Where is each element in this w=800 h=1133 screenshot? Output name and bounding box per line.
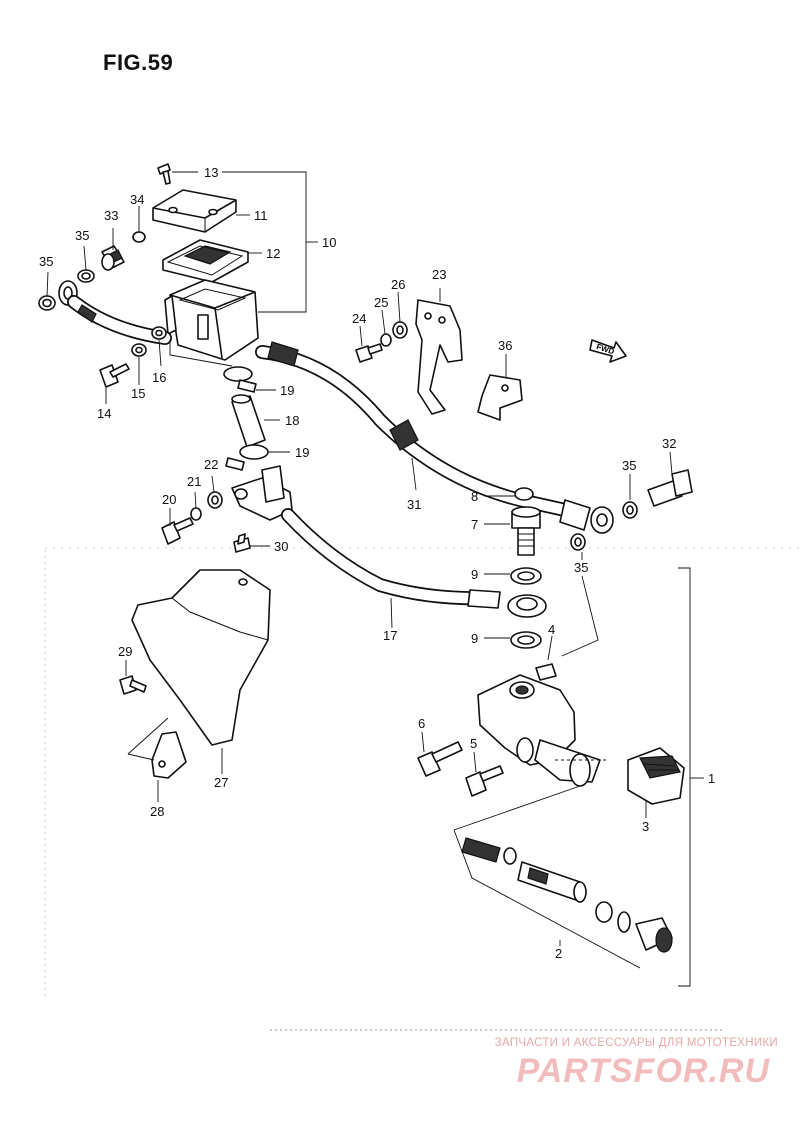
screw-13 xyxy=(157,163,171,185)
label-25: 25 xyxy=(374,295,388,310)
cap-8 xyxy=(514,487,534,501)
bolt-30 xyxy=(233,533,251,553)
boot-3 xyxy=(627,747,685,805)
bolt-33 xyxy=(101,245,125,271)
label-35-b: 35 xyxy=(39,254,53,269)
bracket-28 xyxy=(151,731,187,779)
label-1: 1 xyxy=(708,771,715,786)
label-19-b: 19 xyxy=(295,445,309,460)
hose-31 xyxy=(255,341,614,534)
label-15: 15 xyxy=(131,386,145,401)
washer-26 xyxy=(392,321,408,339)
bolt-29 xyxy=(119,675,147,695)
reservoir-body xyxy=(164,279,259,361)
clamp-19-lower xyxy=(225,444,269,471)
bolt-20 xyxy=(161,517,194,545)
washer-35-c xyxy=(622,501,638,519)
label-27: 27 xyxy=(214,775,228,790)
label-2: 2 xyxy=(555,946,562,961)
label-8: 8 xyxy=(471,489,478,504)
washer-35-b xyxy=(38,295,56,311)
label-14: 14 xyxy=(97,406,111,421)
label-31: 31 xyxy=(407,497,421,512)
label-9-b: 9 xyxy=(471,631,478,646)
washer-9-upper xyxy=(510,567,542,585)
label-35-c: 35 xyxy=(622,458,636,473)
frame-lines xyxy=(44,547,800,1031)
bolt-5 xyxy=(465,765,504,797)
bolt-14 xyxy=(99,363,130,388)
label-32: 32 xyxy=(662,436,676,451)
label-9-a: 9 xyxy=(471,567,478,582)
label-36: 36 xyxy=(498,338,512,353)
label-19-a: 19 xyxy=(280,383,294,398)
label-29: 29 xyxy=(118,644,132,659)
label-5: 5 xyxy=(470,736,477,751)
label-35-a: 35 xyxy=(75,228,89,243)
fwd-arrow: FWD xyxy=(589,339,627,363)
washer-22 xyxy=(207,491,223,509)
label-34: 34 xyxy=(130,192,144,207)
part-labels: 13 11 12 10 34 33 35 35 16 15 14 19 18 1… xyxy=(39,165,715,961)
washer-35-a xyxy=(77,269,95,283)
bracket-36 xyxy=(477,374,523,421)
label-7: 7 xyxy=(471,517,478,532)
bolt-24 xyxy=(355,343,383,363)
label-22: 22 xyxy=(204,457,218,472)
label-6: 6 xyxy=(418,716,425,731)
leader-lines xyxy=(46,171,704,987)
label-24: 24 xyxy=(352,311,366,326)
washer-35-d xyxy=(570,533,586,551)
label-4: 4 xyxy=(548,622,555,637)
piston-kit xyxy=(461,837,673,953)
washer-15 xyxy=(131,343,147,357)
label-33: 33 xyxy=(104,208,118,223)
label-26: 26 xyxy=(391,277,405,292)
label-3: 3 xyxy=(642,819,649,834)
label-12: 12 xyxy=(266,246,280,261)
cover-27 xyxy=(131,569,271,746)
watermark-tagline: ЗАПЧАСТИ И АКСЕССУАРЫ ДЛЯ МОТОТЕХНИКИ xyxy=(494,1037,778,1049)
figure-title: FIG.59 xyxy=(103,50,174,75)
label-30: 30 xyxy=(274,539,288,554)
bolt-32 xyxy=(647,469,693,507)
label-21: 21 xyxy=(187,474,201,489)
label-35-d: 35 xyxy=(574,560,588,575)
washer-9-lower xyxy=(510,631,542,649)
bracket-23 xyxy=(415,299,463,415)
clamp-19-upper xyxy=(223,366,257,393)
cap-34 xyxy=(132,231,146,243)
reservoir-diaphragm xyxy=(162,239,249,283)
union-bolt-7 xyxy=(511,506,541,556)
washer-25 xyxy=(380,333,392,347)
label-20: 20 xyxy=(162,492,176,507)
label-11: 11 xyxy=(254,208,268,223)
hose-17 xyxy=(281,508,547,618)
label-17: 17 xyxy=(383,628,397,643)
washer-16 xyxy=(151,326,167,340)
label-18: 18 xyxy=(285,413,299,428)
watermark-logo: PARTSFOR.RU xyxy=(516,1052,770,1090)
washer-21 xyxy=(190,507,202,521)
joint-bracket xyxy=(231,465,293,521)
label-13: 13 xyxy=(204,165,218,180)
label-23: 23 xyxy=(432,267,446,282)
reservoir-cap xyxy=(152,189,237,233)
label-28: 28 xyxy=(150,804,164,819)
bolt-6 xyxy=(417,741,463,777)
master-cylinder xyxy=(477,663,601,787)
label-10: 10 xyxy=(322,235,336,250)
hose-18 xyxy=(231,394,266,448)
hose-upper-left xyxy=(58,280,172,345)
label-16: 16 xyxy=(152,370,166,385)
